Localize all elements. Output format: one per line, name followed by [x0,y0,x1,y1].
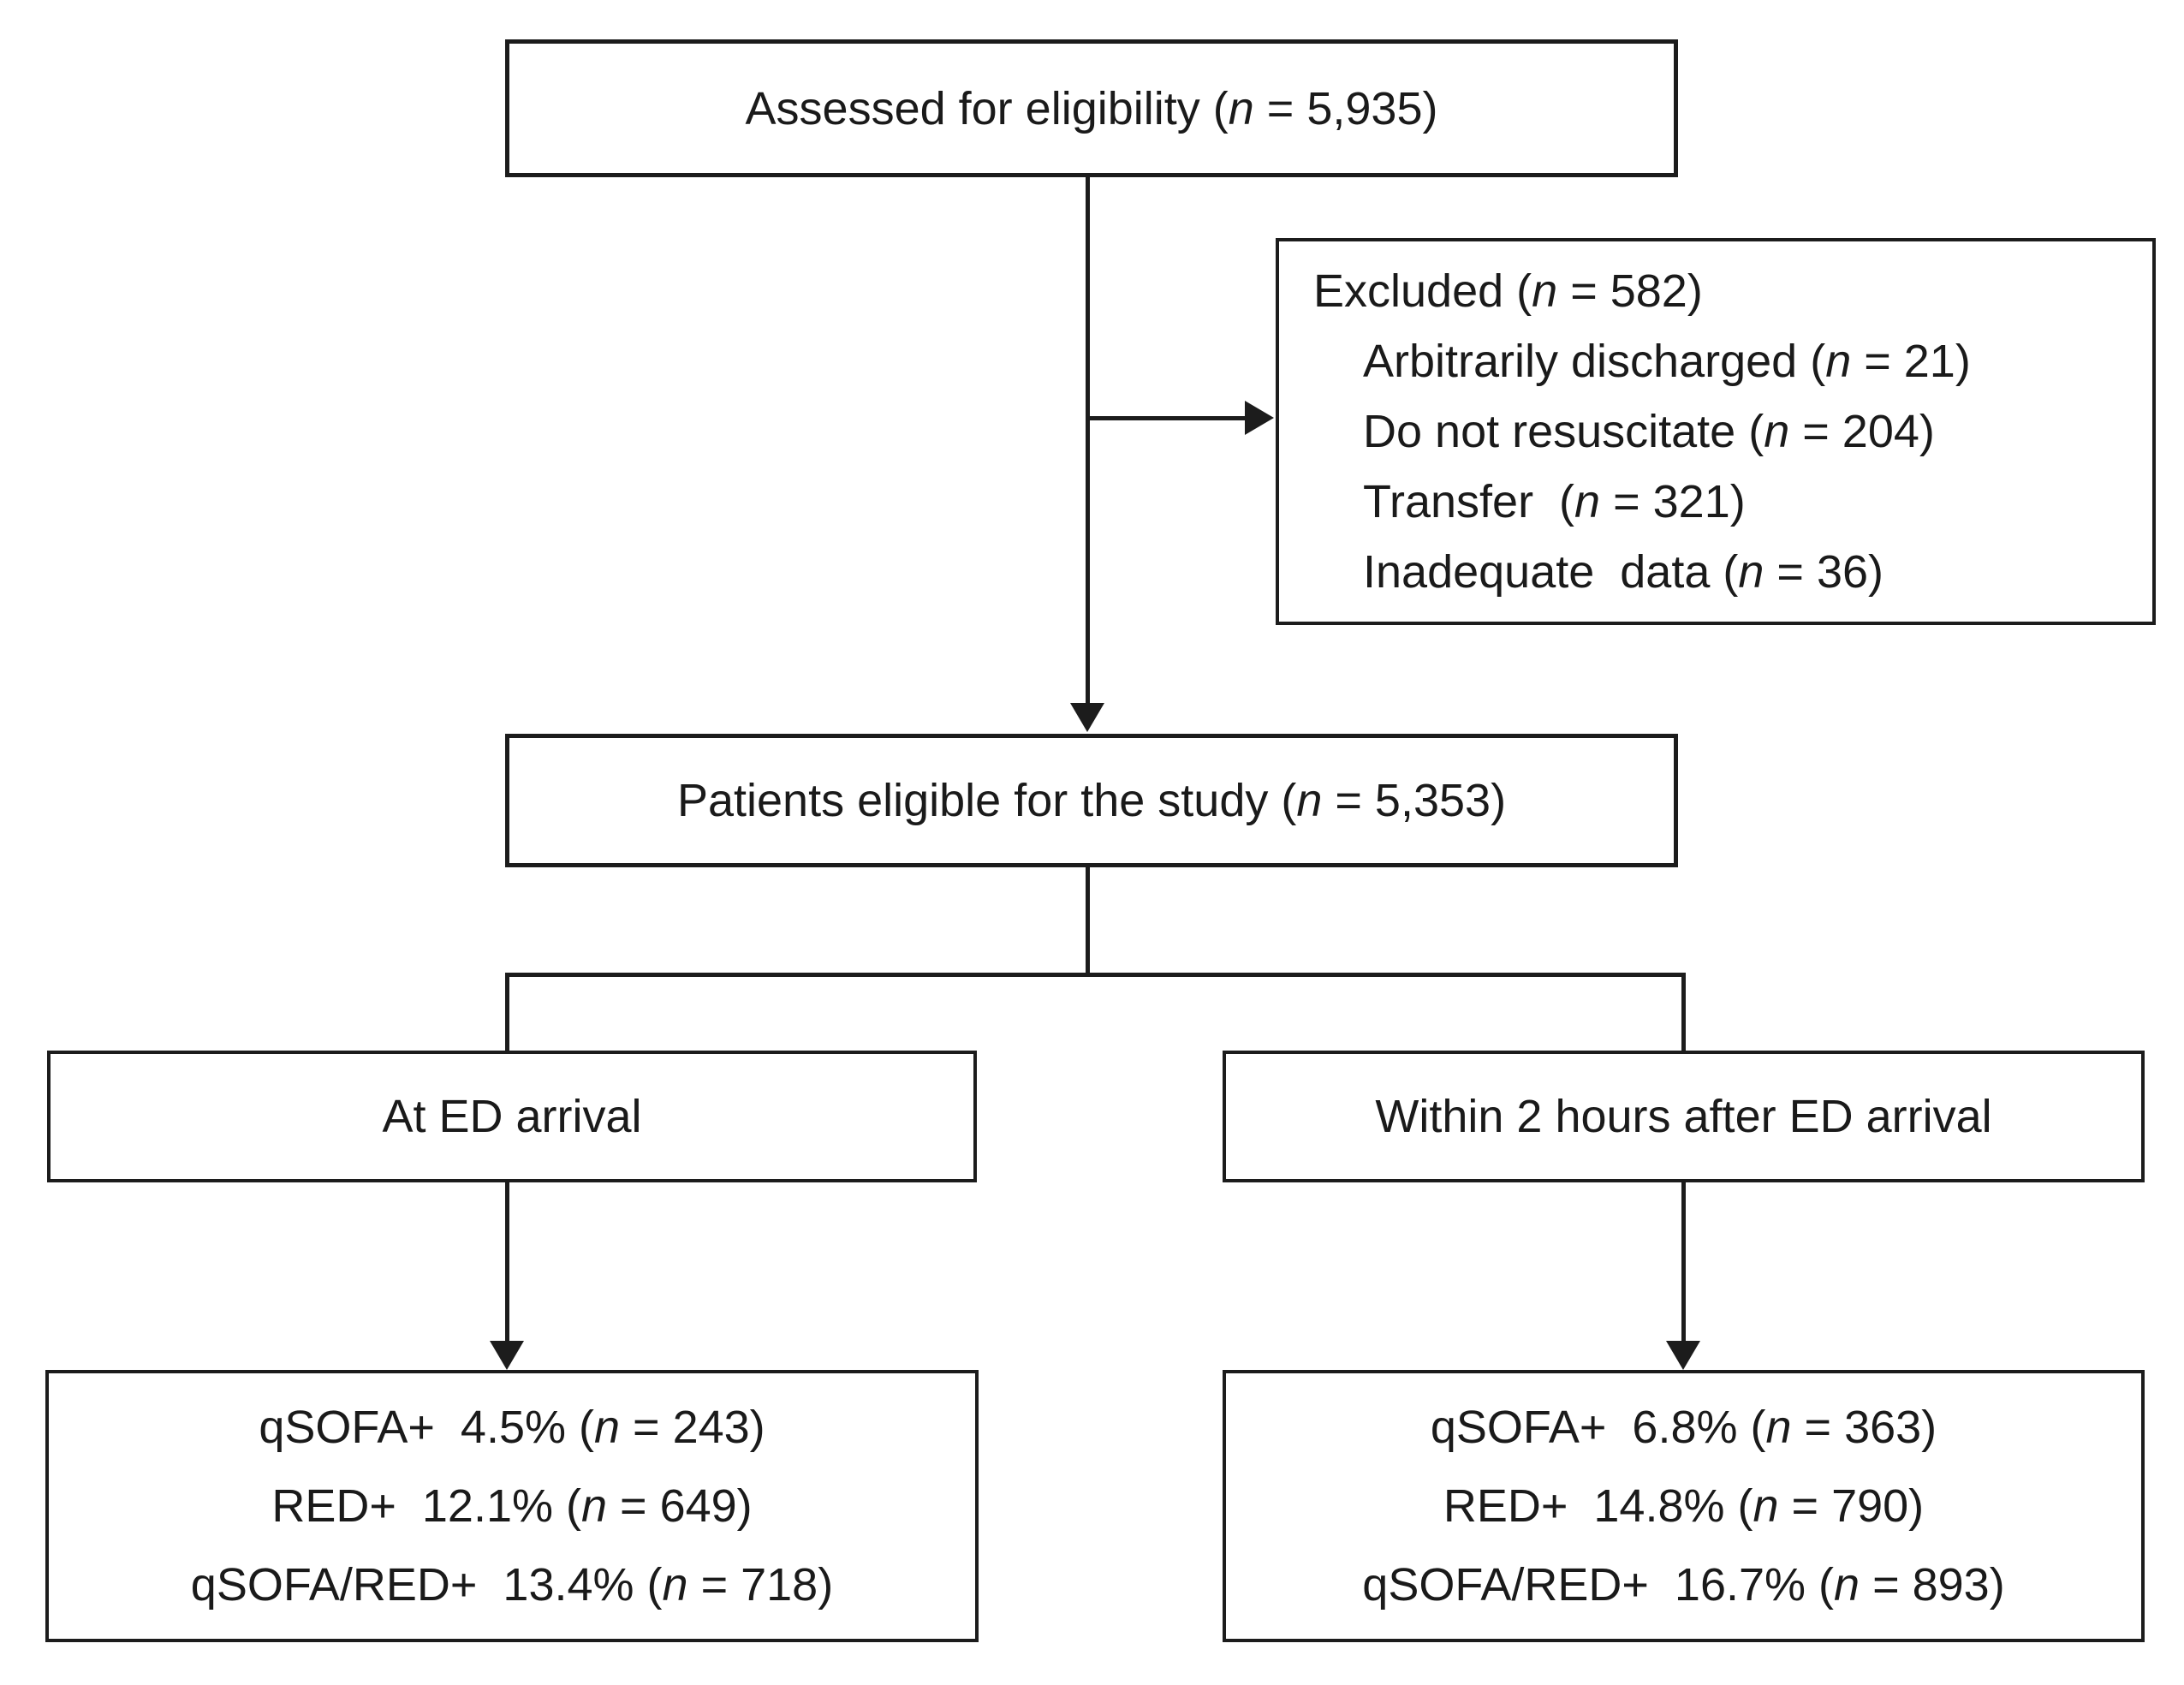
text-prefix: qSOFA+ 6.8% ( [1430,1402,1766,1453]
n-italic: n [1532,265,1558,317]
text-suffix: = 718) [687,1559,834,1611]
text-prefix: Excluded ( [1313,265,1532,317]
n-italic: n [594,1402,621,1453]
n-italic: n [1296,775,1323,826]
excluded-item-do-not-resuscitate: Do not resuscitate (n = 204) [1313,396,1935,467]
text-prefix: Patients eligible for the study ( [676,775,1297,826]
connector-to-excluded [1087,416,1247,420]
arrowhead-down-right-results [1666,1341,1700,1370]
assessed-text: Assessed for eligibility (n = 5,935) [746,74,1438,144]
connector-eligible-to-split [1086,867,1090,976]
split-drop-right [1681,973,1686,1054]
split-drop-left [505,973,509,1054]
text-suffix: = 363) [1791,1402,1937,1453]
text-suffix: = 36) [1764,546,1883,598]
left-result-qsofa: qSOFA+ 4.5% (n = 243) [259,1388,765,1467]
box-within-2-hours: Within 2 hours after ED arrival [1223,1051,2145,1182]
excluded-item-transfer: Transfer (n = 321) [1313,467,1746,537]
text-prefix: RED+ 12.1% ( [271,1480,581,1532]
text-suffix: = 21) [1851,336,1971,387]
excluded-item-arbitrarily-discharged: Arbitrarily discharged (n = 21) [1313,326,1971,396]
text-suffix: = 5,353) [1322,775,1507,826]
text-suffix: = 321) [1600,476,1746,527]
text-suffix: = 5,935) [1253,82,1438,134]
box-patients-eligible: Patients eligible for the study (n = 5,3… [505,734,1678,867]
text-prefix: Do not resuscitate ( [1363,406,1764,457]
excluded-title: Excluded (n = 582) [1313,256,1703,326]
split-horizontal-line [505,973,1686,977]
text-suffix: = 204) [1789,406,1935,457]
text-suffix: = 790) [1778,1480,1925,1532]
connector-right-branch-to-results [1681,1182,1686,1341]
connector-left-branch-to-results [505,1182,509,1341]
text-prefix: qSOFA+ 4.5% ( [259,1402,594,1453]
box-at-ed-arrival: At ED arrival [47,1051,977,1182]
n-italic: n [662,1559,688,1611]
box-excluded: Excluded (n = 582) Arbitrarily discharge… [1276,238,2156,625]
text-prefix: Inadequate data ( [1363,546,1739,598]
n-italic: n [1764,406,1790,457]
text-suffix: = 243) [620,1402,765,1453]
n-italic: n [1228,82,1254,134]
n-italic: n [1765,1402,1792,1453]
text-suffix: = 649) [607,1480,753,1532]
arrowhead-right-excluded [1245,401,1274,435]
box-left-results: qSOFA+ 4.5% (n = 243) RED+ 12.1% (n = 64… [45,1370,979,1642]
left-result-red: RED+ 12.1% (n = 649) [271,1467,752,1545]
within-2-hours-label: Within 2 hours after ED arrival [1375,1091,1992,1142]
right-result-qsofa: qSOFA+ 6.8% (n = 363) [1431,1388,1937,1467]
eligible-text: Patients eligible for the study (n = 5,3… [677,765,1506,836]
text-prefix: Assessed for eligibility ( [745,82,1229,134]
right-result-qsofa-red: qSOFA/RED+ 16.7% (n = 893) [1362,1545,2004,1624]
text-prefix: Transfer ( [1363,476,1575,527]
n-italic: n [1738,546,1764,598]
connector-assessed-to-eligible [1086,177,1090,705]
left-result-qsofa-red: qSOFA/RED+ 13.4% (n = 718) [191,1545,833,1624]
n-italic: n [1753,1480,1779,1532]
text-suffix: = 582) [1557,265,1703,317]
excluded-item-inadequate-data: Inadequate data (n = 36) [1313,537,1883,607]
text-prefix: qSOFA/RED+ 16.7% ( [1362,1559,1835,1611]
at-ed-arrival-label: At ED arrival [382,1091,642,1142]
text-suffix: = 893) [1860,1559,2005,1611]
arrowhead-down-left-results [490,1341,524,1370]
text-prefix: RED+ 14.8% ( [1443,1480,1753,1532]
arrowhead-down-eligible [1070,703,1104,732]
text-prefix: Arbitrarily discharged ( [1363,336,1826,387]
n-italic: n [1574,476,1601,527]
n-italic: n [580,1480,608,1532]
box-right-results: qSOFA+ 6.8% (n = 363) RED+ 14.8% (n = 79… [1223,1370,2145,1642]
box-assessed-for-eligibility: Assessed for eligibility (n = 5,935) [505,39,1678,177]
text-prefix: qSOFA/RED+ 13.4% ( [190,1559,663,1611]
n-italic: n [1834,1559,1860,1611]
n-italic: n [1825,336,1852,387]
right-result-red: RED+ 14.8% (n = 790) [1443,1467,1924,1545]
